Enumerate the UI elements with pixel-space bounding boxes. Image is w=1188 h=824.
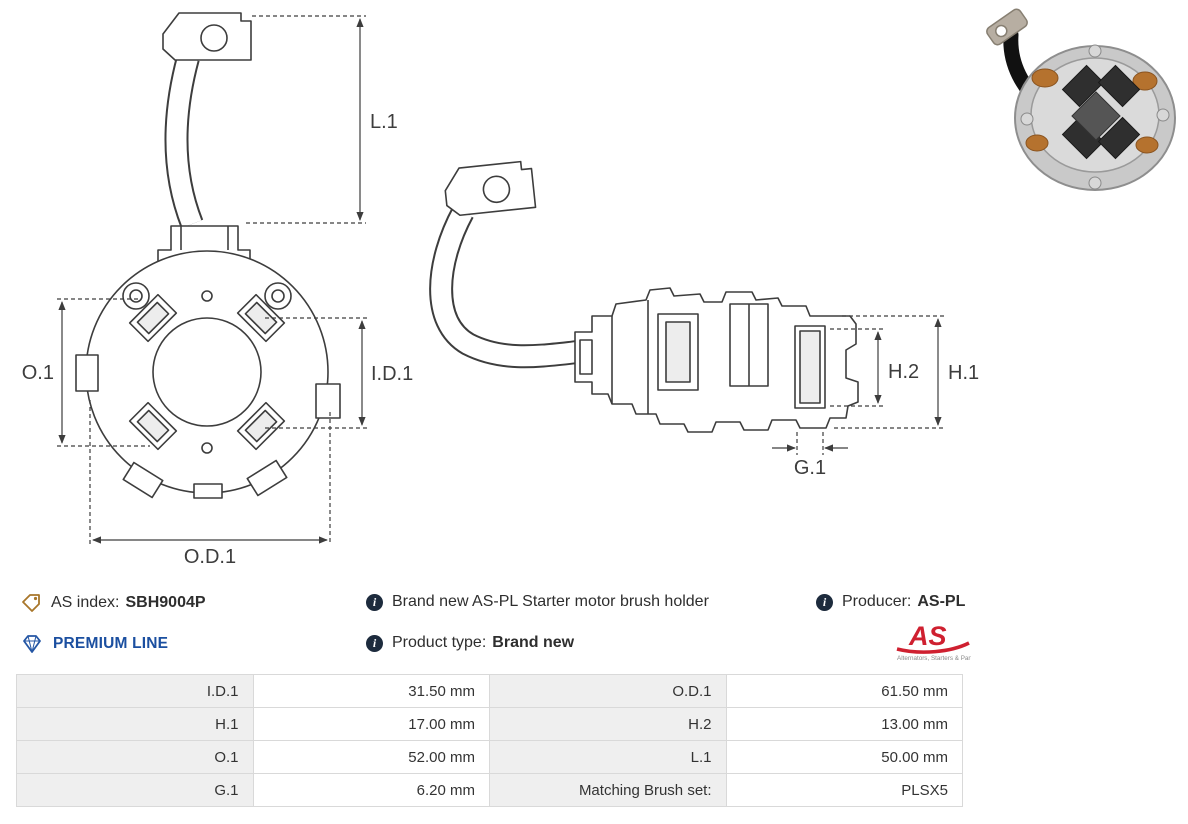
spec-label-cell: O.1 xyxy=(16,740,254,774)
as-index-field: AS index: SBH9004P xyxy=(20,593,206,613)
spec-label-cell: Matching Brush set: xyxy=(489,773,727,807)
as-pl-logo: AS Alternators, Starters & Parts xyxy=(893,618,975,662)
premium-line-field: PREMIUM LINE xyxy=(20,634,168,654)
description-text: Brand new AS-PL Starter motor brush hold… xyxy=(392,593,709,610)
side-view-dimension-labels: H.2 H.1 G.1 xyxy=(794,361,979,479)
info-icon[interactable]: i xyxy=(366,634,383,652)
logo-tagline: Alternators, Starters & Parts xyxy=(897,655,971,662)
side-view-part xyxy=(429,160,859,433)
logo-swoosh xyxy=(896,641,970,654)
technical-drawings: L.1 O.1 I.D.1 O.D.1 xyxy=(22,12,979,568)
photo-ring-terminal xyxy=(986,8,1028,46)
dim-label-od1: O.D.1 xyxy=(184,546,236,568)
table-row: I.D.1 31.50 mm O.D.1 61.50 mm xyxy=(16,674,963,708)
photo-holder-assembly xyxy=(1014,44,1176,191)
dim-label-h1: H.1 xyxy=(948,362,979,384)
producer-field: i Producer: AS-PL xyxy=(816,593,965,611)
info-icon[interactable]: i xyxy=(366,593,383,611)
tag-icon xyxy=(22,594,40,612)
dim-label-g1: G.1 xyxy=(794,457,826,479)
table-row: O.1 52.00 mm L.1 50.00 mm xyxy=(16,740,963,774)
dim-label-h2: H.2 xyxy=(888,361,919,383)
spec-label-cell: H.2 xyxy=(489,707,727,741)
spec-value-cell: 61.50 mm xyxy=(725,674,963,708)
product-type-label: Product type: xyxy=(392,634,487,651)
spec-label-cell: H.1 xyxy=(16,707,254,741)
product-type-field: i Product type: Brand new xyxy=(366,634,574,652)
spec-value-cell: 52.00 mm xyxy=(252,740,490,774)
spec-value-cell: 13.00 mm xyxy=(725,707,963,741)
producer-value: AS-PL xyxy=(917,593,966,610)
spec-table: I.D.1 31.50 mm O.D.1 61.50 mm H.1 17.00 … xyxy=(16,674,963,807)
as-index-value: SBH9004P xyxy=(125,594,206,611)
front-view-dimensions xyxy=(57,15,367,545)
table-row: G.1 6.20 mm Matching Brush set: PLSX5 xyxy=(16,773,963,807)
dim-label-l1: L.1 xyxy=(370,111,398,133)
as-index-label: AS index: xyxy=(51,594,120,611)
spec-label-cell: G.1 xyxy=(16,773,254,807)
info-icon[interactable]: i xyxy=(816,593,833,611)
product-type-value: Brand new xyxy=(492,634,575,651)
logo-text: AS xyxy=(908,621,947,651)
table-row: H.1 17.00 mm H.2 13.00 mm xyxy=(16,707,963,741)
side-view-dimensions xyxy=(772,315,944,455)
front-view-dimension-labels: L.1 O.1 I.D.1 O.D.1 xyxy=(22,111,414,568)
product-photo xyxy=(975,5,1183,197)
premium-line-label: PREMIUM LINE xyxy=(53,635,169,652)
diamond-icon xyxy=(23,635,41,653)
spec-value-cell: 6.20 mm xyxy=(252,773,490,807)
spec-value-cell: PLSX5 xyxy=(725,773,963,807)
dim-label-o1: O.1 xyxy=(22,362,54,384)
producer-label: Producer: xyxy=(842,593,912,610)
dim-label-id1: I.D.1 xyxy=(371,363,413,385)
description-field: i Brand new AS-PL Starter motor brush ho… xyxy=(366,593,709,611)
spec-value-cell: 50.00 mm xyxy=(725,740,963,774)
product-photo-image xyxy=(975,5,1183,197)
spec-label-cell: O.D.1 xyxy=(489,674,727,708)
spec-label-cell: L.1 xyxy=(489,740,727,774)
front-view-part xyxy=(75,12,341,499)
spec-label-cell: I.D.1 xyxy=(16,674,254,708)
spec-value-cell: 17.00 mm xyxy=(252,707,490,741)
spec-value-cell: 31.50 mm xyxy=(252,674,490,708)
